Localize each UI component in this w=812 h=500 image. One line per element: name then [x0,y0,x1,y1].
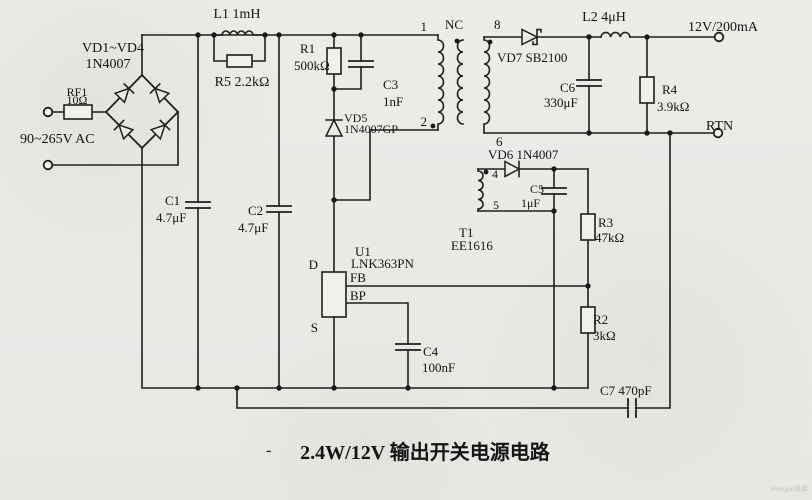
dc-output-terminal [713,31,725,43]
rtn-terminal [712,127,724,139]
capacitor-plates [185,60,637,418]
resistor-r5 [226,54,253,68]
primary-winding [437,34,445,131]
rf1-ref-label: RF1 [67,85,88,99]
terminals [42,31,725,171]
t1-pin4-label: 4 [492,167,498,181]
vd6-label: VD6 1N4007 [488,147,559,162]
diode-vd4 [149,119,171,141]
c1-ref-label: C1 [165,193,180,208]
t1-pin8-label: 8 [494,17,501,32]
phase-dot-pin4 [483,169,489,175]
r2-ref-label: R2 [593,312,608,327]
schematic-title: 2.4W/12V 输出开关电源电路 [300,440,551,464]
u1-pin-fb-label: FB [350,270,366,285]
labels: VD1~VD4 1N4007 RF1 10Ω 90~265V AC L1 1mH… [20,7,808,493]
r5-label: R5 2.2kΩ [215,75,270,90]
capacitor-c4 [395,343,421,351]
ac-input-label: 90~265V AC [20,132,95,147]
t1-pin5-label: 5 [493,198,499,212]
c5-ref-label: C5 [530,182,544,196]
phase-dot-pin8 [487,39,493,45]
u1-part-label: LNK363PN [351,256,414,271]
c4-ref-label: C4 [423,344,439,359]
watermark: WeeQoo维库 [770,484,808,493]
rf1-value-label: 10Ω [67,93,88,107]
rtn-label: RTN [706,119,733,134]
diode-vd7 [521,28,542,46]
ac-terminal-bottom [42,159,54,171]
vd5-ref-label: VD5 [344,111,367,125]
c3-value-label: 1nF [383,94,403,109]
secondary-winding [483,36,491,134]
diode-vd1 [113,82,135,104]
t1-part-label: EE1616 [451,238,493,253]
t1-pin6-label: 6 [496,134,503,149]
capacitor-c2 [266,205,292,213]
phase-dot-pin2 [430,123,436,129]
c3-ref-label: C3 [383,77,398,92]
r3-ref-label: R3 [598,215,613,230]
u1-pin-d-label: D [309,257,318,272]
diode-vd2 [149,82,171,104]
phase-dot-nc [454,38,460,44]
diode-vd5 [324,118,344,137]
c7-label: C7 470pF [600,383,652,398]
u1-pin-s-label: S [311,320,318,335]
c6-value-label: 330μF [544,95,578,110]
bridge-diamond [104,73,180,150]
r1-value-label: 500kΩ [294,58,330,73]
ic-u1-body [321,271,347,318]
bias-winding [477,168,484,212]
title-dash: - [266,442,271,459]
resistor-r4 [639,76,655,104]
r4-ref-label: R4 [662,82,678,97]
c6-ref-label: C6 [560,80,576,95]
capacitor-c7 [627,398,637,418]
l2-label: L2 4μH [582,10,626,25]
nc-winding [456,39,464,125]
ac-terminal-top [42,106,54,118]
c2-ref-label: C2 [248,203,263,218]
diodes [113,28,542,178]
t1-nc-label: NC [445,17,463,32]
u1-ref-label: U1 [355,244,371,259]
r3-value-label: 47kΩ [595,230,624,245]
t1-pin2-label: 2 [421,114,428,129]
c4-value-label: 100nF [422,360,455,375]
bridge-ref-label: VD1~VD4 [82,41,144,56]
bridge-part-label: 1N4007 [85,57,130,72]
r4-value-label: 3.9kΩ [657,99,689,114]
vd5-part-label: 1N4007GP [344,122,398,136]
l1-label: L1 1mH [213,7,260,22]
resistor-r1 [326,47,342,75]
capacitor-c1 [185,201,211,209]
junction-dots [195,32,673,391]
t1-pin1-label: 1 [421,19,428,34]
component-bodies [63,47,655,334]
diode-vd6 [504,160,521,178]
c1-value-label: 4.7μF [156,210,186,225]
diode-vd3 [113,119,135,141]
dc-output-label: 12V/200mA [688,20,759,35]
resistor-r3 [580,213,596,241]
t1-ref-label: T1 [459,225,473,240]
capacitor-c3 [348,60,374,68]
c5-value-label: 1μF [521,196,540,210]
r1-ref-label: R1 [300,41,315,56]
c2-value-label: 4.7μF [238,220,268,235]
u1-pin-bp-label: BP [350,288,366,303]
capacitor-c6 [576,79,602,87]
vd7-label: VD7 SB2100 [497,50,567,65]
resistor-rf1 [63,104,93,120]
r2-value-label: 3kΩ [593,328,616,343]
resistor-r2 [580,306,596,334]
capacitor-c5 [541,187,567,195]
inductor-l2 [600,31,631,38]
